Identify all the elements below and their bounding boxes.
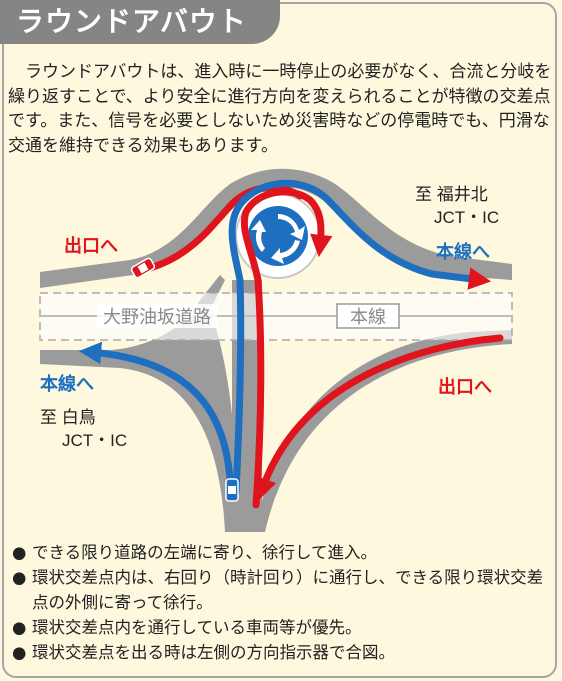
bottom-right-exit-label: 出口へ	[438, 376, 492, 397]
expressway-band: 大野油坂道路 本線	[39, 292, 513, 341]
red-route-top-left	[146, 184, 304, 272]
top-left-exit-label: 出口へ	[64, 235, 118, 256]
blue-route-to-mainline-right	[228, 179, 492, 496]
rules-list-item: 環状交差点内は、右回り（時計回り）に通行し、できる限り環状交差点の外側に寄って徐…	[12, 565, 552, 615]
rules-list-item: 環状交差点を出る時は左側の方向指示器で合図。	[12, 640, 552, 665]
red-car-icon	[130, 257, 156, 279]
mainline-box-label: 本線	[350, 307, 386, 327]
top-right-mainline-label: 本線へ	[436, 241, 490, 262]
red-route-to-exit-left	[240, 188, 333, 509]
rules-list-item: できる限り道路の左端に寄り、徐行して進入。	[12, 540, 552, 565]
blue-car-icon	[225, 478, 239, 502]
roundabout-diagram: 大野油坂道路 本線	[39, 168, 513, 532]
bottom-left-mainline-label: 本線へ	[40, 373, 94, 394]
title-bar: ラウンドアバウト	[0, 0, 280, 44]
blue-route-to-mainline-left	[78, 341, 234, 484]
bottom-left-destination-line2: JCT・IC	[62, 431, 127, 450]
roundabout-island	[235, 193, 321, 279]
rules-list-item: 環状交差点内を通行している車両等が優先。	[12, 615, 552, 640]
top-right-destination-line2: JCT・IC	[434, 208, 499, 227]
rules-list: できる限り道路の左端に寄り、徐行して進入。 環状交差点内は、右回り（時計回り）に…	[12, 540, 552, 665]
intro-text: ラウンドアバウトは、進入時に一時停止の必要がなく、合流と分岐を繰り返すことで、よ…	[8, 62, 552, 156]
road-name-label: 大野油坂道路	[103, 307, 211, 327]
panel-title: ラウンドアバウト	[16, 5, 247, 38]
red-route-bottom-right	[255, 334, 504, 501]
top-right-destination-line1: 至 福井北	[415, 185, 488, 204]
bottom-left-destination-line1: 至 白鳥	[40, 408, 96, 427]
